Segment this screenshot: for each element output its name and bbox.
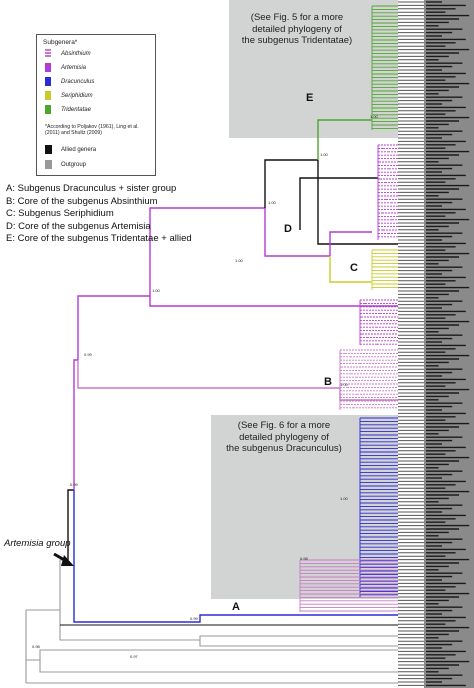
artemisia-swatch <box>45 63 51 72</box>
key-d: D: Core of the subgenus Artemisia <box>6 220 151 232</box>
dracunculus-note: (See Fig. 6 for a more detailed phylogen… <box>214 420 354 455</box>
svg-text:1.00: 1.00 <box>235 258 244 263</box>
legend-label: Seriphidium <box>61 93 93 99</box>
clade-label-c: C <box>350 262 358 274</box>
clade-label-d: D <box>284 223 292 235</box>
key-b: B: Core of the subgenus Absinthium <box>6 195 158 207</box>
artemisia-group-label: Artemisia group <box>4 538 71 549</box>
clade-label-a: A <box>232 601 240 613</box>
legend-title: Subgenera* <box>43 39 78 46</box>
key-c: C: Subgenus Seriphidium <box>6 208 114 220</box>
svg-text:1.00: 1.00 <box>268 200 277 205</box>
clade-key: A: Subgenus Dracunculus + sister group B… <box>6 183 192 246</box>
svg-text:1.00: 1.00 <box>152 288 161 293</box>
svg-text:0.98: 0.98 <box>300 556 309 561</box>
tridentatae-swatch <box>45 105 51 114</box>
seriphidium-swatch <box>45 91 51 100</box>
tip-labels-column <box>398 0 474 688</box>
svg-text:0.98: 0.98 <box>32 644 41 649</box>
note-line: detailed phylogeny of <box>252 23 342 35</box>
svg-text:1.00: 1.00 <box>320 152 329 157</box>
legend-footnote: *According to Poljakov (1961), Ling et a… <box>45 124 139 137</box>
key-e: E: Core of the subgenus Tridentatae + al… <box>6 233 192 245</box>
allied-genera-label: Allied genera <box>61 147 97 153</box>
backbone-branches <box>67 119 398 623</box>
svg-text:0.99: 0.99 <box>84 352 93 357</box>
legend-label: Artemisia <box>61 65 87 71</box>
svg-text:1.00: 1.00 <box>340 382 349 387</box>
svg-text:0.97: 0.97 <box>130 654 139 659</box>
tridentatae-note: (See Fig. 5 for a more detailed phylogen… <box>232 12 362 47</box>
arrow-icon <box>53 552 74 566</box>
tridentatae-shaded-box <box>229 0 398 138</box>
dracunculus-shaded-box <box>211 415 398 599</box>
note-line: (See Fig. 6 for a more <box>237 420 331 431</box>
group-label-text: Artemisia group <box>4 538 71 549</box>
note-line: the subgenus Dracunculus) <box>226 443 342 454</box>
note-line: detailed phylogeny of <box>239 431 329 443</box>
legend-label: Dracunculus <box>61 79 95 85</box>
key-a: A: Subgenus Dracunculus + sister group <box>6 183 177 194</box>
note-line: (See Fig. 5 for a more <box>250 12 344 23</box>
outgroup-branches <box>25 559 398 684</box>
subgenera-legend: Subgenera* Absinthium Artemisia Dracuncu… <box>36 34 156 176</box>
note-line: the subgenus Tridentatae) <box>241 35 353 46</box>
clade-label-b: B <box>324 376 332 388</box>
absinthium-swatch <box>45 49 51 58</box>
dracunculus-swatch <box>45 77 51 86</box>
legend-label: Tridentatae <box>61 107 91 113</box>
svg-text:1.00: 1.00 <box>370 114 379 119</box>
outgroup-label: Outgroup <box>61 162 87 168</box>
clade-label-e: E <box>306 92 314 104</box>
legend-label: Absinthium <box>61 51 91 57</box>
svg-text:1.00: 1.00 <box>340 496 349 501</box>
allied-genera-swatch <box>45 145 52 154</box>
svg-text:0.99: 0.99 <box>190 616 199 621</box>
svg-text:0.99: 0.99 <box>70 482 79 487</box>
outgroup-swatch <box>45 160 52 169</box>
